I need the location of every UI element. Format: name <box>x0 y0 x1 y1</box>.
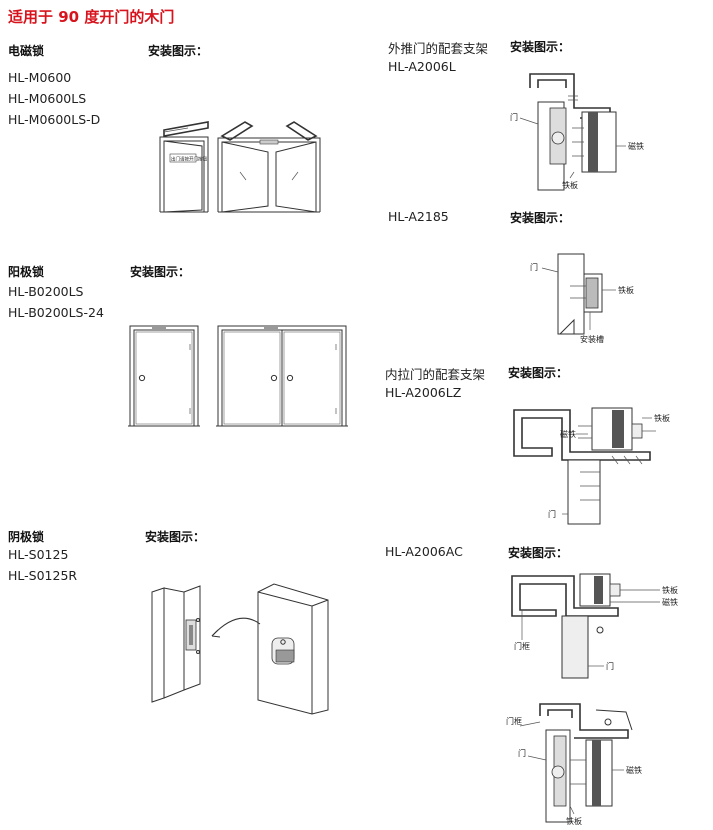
callout-door: 门 <box>518 748 526 758</box>
a2185-diagram: 门 铁板 安装槽 <box>530 253 634 344</box>
install-label-a2006ac: 安装图示： <box>508 546 569 560</box>
bracket-desc-push: 外推门的配套支架 <box>388 41 489 56</box>
pull-door-bracket-diagram: 铁板 磁铁 门 <box>513 407 670 525</box>
push-door-bracket-diagram: 门 磁铁 铁板 <box>510 73 644 191</box>
callout-door: 门 <box>606 661 614 671</box>
bracket-model-a2006ac: HL-A2006AC <box>385 544 463 559</box>
callout-magnet: 磁铁 <box>628 141 644 151</box>
callout-magnet: 磁铁 <box>662 597 678 607</box>
page-title: 适用于 90 度开门的木门 <box>8 8 175 26</box>
callout-plate: 铁板 <box>562 180 578 190</box>
callout-plate: 铁板 <box>662 585 678 595</box>
install-label-strike-lock: 安装图示： <box>145 530 206 544</box>
callout-door: 门 <box>548 509 556 519</box>
callout-magnet: 磁铁 <box>560 429 576 439</box>
a2006ac-top-diagram: 铁板 磁铁 门框 门 <box>511 573 678 679</box>
model-list-maglock: HL-M0600 HL-M0600LS HL-M0600LS-D <box>8 67 100 130</box>
category-maglock: 电磁锁 <box>8 44 45 58</box>
install-label-a2185: 安装图示： <box>510 211 571 225</box>
model-item: HL-B0200LS <box>8 284 84 299</box>
callout-plate: 铁板 <box>566 816 582 826</box>
model-item: HL-M0600LS <box>8 91 87 106</box>
model-item: HL-B0200LS-24 <box>8 305 104 320</box>
model-item: HL-S0125R <box>8 568 78 583</box>
install-label-pull: 安装图示： <box>508 366 569 380</box>
bracket-model-push: HL-A2006L <box>388 59 456 74</box>
strike-lock-diagram <box>151 583 329 715</box>
category-strike-lock: 阴极锁 <box>8 530 45 544</box>
bolt-lock-diagram <box>128 325 348 427</box>
install-label-push: 安装图示： <box>510 40 571 54</box>
callout-door: 门 <box>510 112 518 122</box>
install-label-maglock: 安装图示： <box>148 44 209 58</box>
callout-frame: 门框 <box>506 716 522 726</box>
category-bolt-lock: 阳极锁 <box>8 265 45 279</box>
callout-groove: 安装槽 <box>580 334 604 344</box>
door-sign <box>169 153 197 163</box>
model-item: HL-S0125 <box>8 547 69 562</box>
model-item: HL-M0600 <box>8 70 72 85</box>
bracket-desc-pull: 内拉门的配套支架 <box>385 367 486 382</box>
install-label-bolt-lock: 安装图示： <box>130 265 191 279</box>
a2006ac-bottom-diagram: 门框 门 磁铁 铁板 <box>506 703 642 826</box>
door-sign-text: 出门请按开门按钮 <box>171 156 207 163</box>
model-list-strike-lock: HL-S0125 HL-S0125R <box>8 544 77 586</box>
model-item: HL-M0600LS-D <box>8 112 101 127</box>
model-list-bolt-lock: HL-B0200LS HL-B0200LS-24 <box>8 281 104 323</box>
bracket-model-a2185: HL-A2185 <box>388 209 449 224</box>
callout-plate: 铁板 <box>618 285 634 295</box>
bracket-model-pull: HL-A2006LZ <box>385 385 462 400</box>
callout-magnet: 磁铁 <box>626 765 642 775</box>
callout-door: 门 <box>530 262 538 272</box>
callout-frame: 门框 <box>514 641 530 651</box>
callout-plate: 铁板 <box>654 413 670 423</box>
maglock-diagram: 出门请按开门按钮 <box>159 121 321 213</box>
